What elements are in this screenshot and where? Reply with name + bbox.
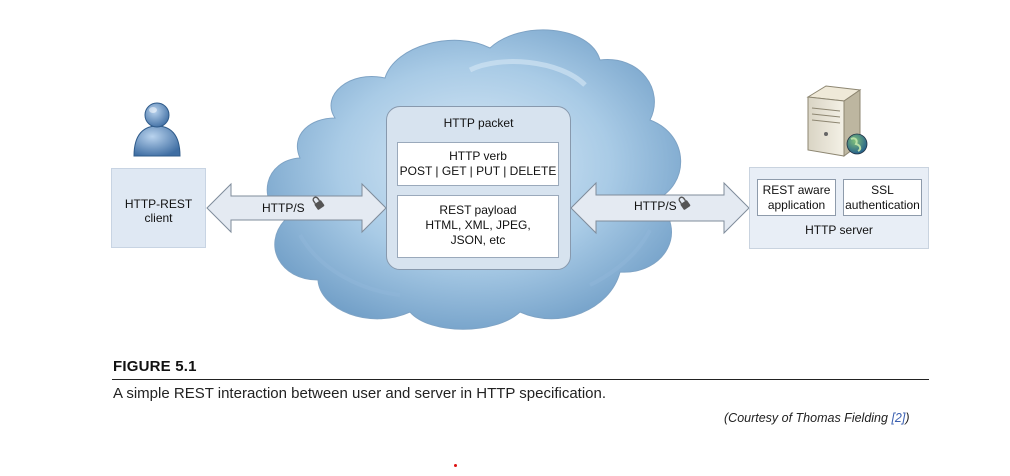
client-subtitle: client <box>144 211 173 225</box>
payload-title: REST payload <box>439 203 517 217</box>
client-box <box>111 168 206 248</box>
left-link-label: HTTP/S <box>262 201 305 215</box>
credit-reference-link[interactable]: [2] <box>891 411 906 425</box>
rest-payload-box <box>397 195 559 258</box>
verb-list: POST | GET | PUT | DELETE <box>399 164 557 178</box>
server-app-line2: application <box>767 198 826 212</box>
ssl-auth-box <box>843 179 922 216</box>
globe-icon <box>846 133 868 155</box>
red-dot-mark <box>454 464 457 467</box>
credit-prefix: (Courtesy of Thomas Fielding <box>724 411 892 425</box>
payload-line2: JSON, etc <box>450 233 506 247</box>
figure-label: FIGURE 5.1 <box>113 358 197 375</box>
lock-icon <box>312 196 325 210</box>
figure-divider <box>112 379 929 380</box>
server-title: HTTP server <box>805 223 873 237</box>
payload-line1: HTML, XML, JPEG, <box>425 218 531 232</box>
server-ssl-line1: SSL <box>871 183 894 197</box>
server-app-line1: REST aware <box>762 183 831 197</box>
client-title: HTTP-REST <box>124 197 193 211</box>
lock-icon <box>678 196 691 210</box>
packet-title: HTTP packet <box>443 116 514 130</box>
http-verb-box <box>397 142 559 186</box>
user-icon <box>133 102 181 157</box>
figure-caption: A simple REST interaction between user a… <box>113 385 607 402</box>
rest-aware-app-box <box>757 179 836 216</box>
figure-credit: (Courtesy of Thomas Fielding [2]) <box>724 411 910 425</box>
right-link-label: HTTP/S <box>634 199 677 213</box>
credit-suffix: ) <box>905 411 910 425</box>
verb-title: HTTP verb <box>449 149 507 163</box>
server-ssl-line2: authentication <box>845 198 920 212</box>
